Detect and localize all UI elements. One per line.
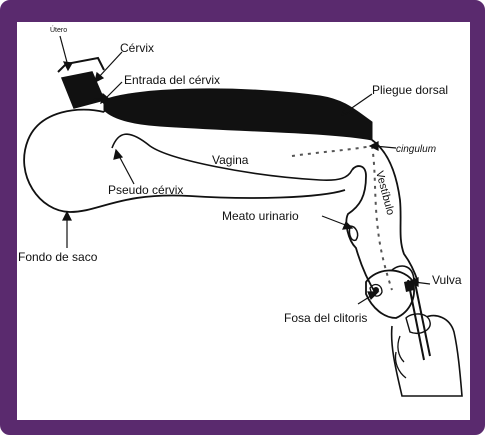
- label-vulva: Vulva: [432, 273, 462, 287]
- dorsal-fold: [104, 89, 372, 140]
- label-vagina: Vagina: [212, 153, 249, 167]
- diagram-panel: Útero Cérvix Entrada del cérvix Pliegue …: [17, 22, 470, 420]
- cervix-block: [58, 58, 104, 108]
- cingulum-dotted-line: [292, 146, 372, 156]
- label-fondo-de-saco: Fondo de saco: [18, 250, 98, 264]
- label-meato-urinario: Meato urinario: [222, 209, 299, 223]
- label-pliegue-dorsal: Pliegue dorsal: [372, 83, 448, 97]
- label-entrada-cervix: Entrada del cérvix: [124, 73, 220, 87]
- vestibule-dotted-line: [372, 146, 392, 290]
- hand-with-speculum: [392, 278, 462, 396]
- label-utero: Útero: [50, 25, 67, 34]
- label-pseudo-cervix: Pseudo cérvix: [108, 183, 183, 197]
- label-fosa-clitoris: Fosa del clitoris: [284, 311, 367, 325]
- label-cingulum: cingulum: [396, 144, 436, 155]
- label-vestibulo: Vestíbulo: [373, 170, 396, 217]
- vestibule-outline: [346, 166, 376, 294]
- label-cervix: Cérvix: [120, 41, 154, 55]
- reproductive-tract-diagram: Útero Cérvix Entrada del cérvix Pliegue …: [17, 22, 470, 420]
